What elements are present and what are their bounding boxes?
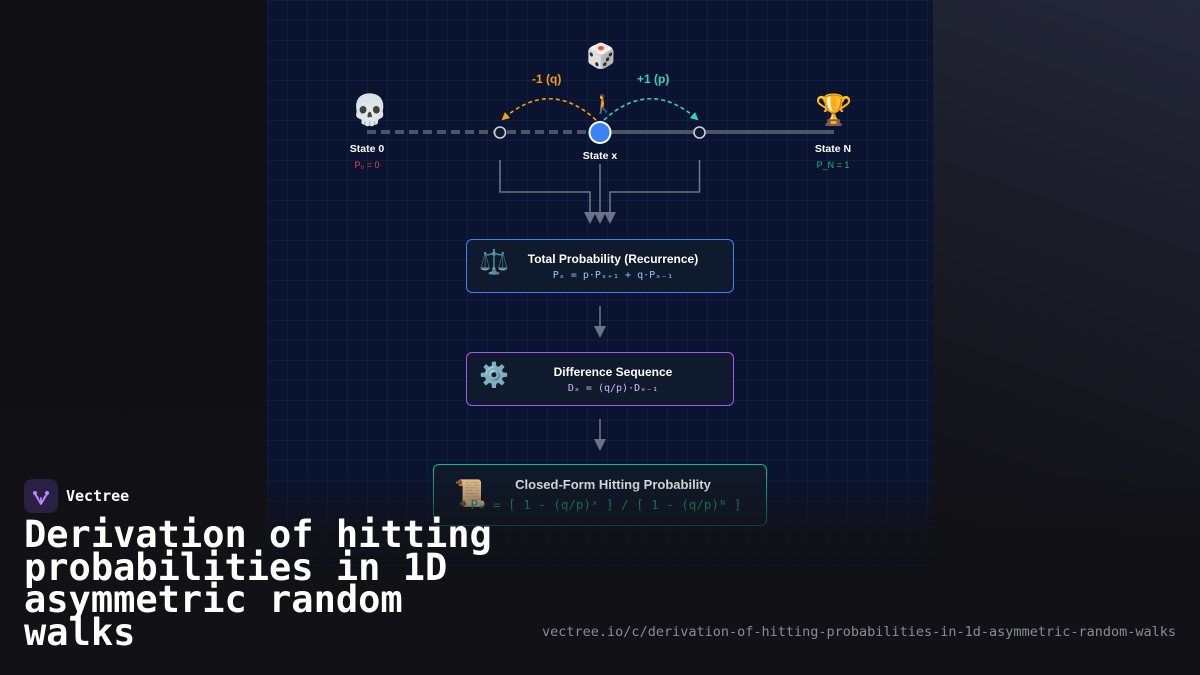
recurrence-title: Total Probability (Recurrence) <box>527 252 699 266</box>
scales-icon: ⚖️ <box>479 249 509 276</box>
state-0-sub: P₀ = 0 <box>354 160 380 170</box>
step-left-arc <box>501 98 597 121</box>
step-right-label: +1 (p) <box>637 72 670 86</box>
page-url[interactable]: vectree.io/c/derivation-of-hitting-proba… <box>542 624 1176 640</box>
state-x-label: State x <box>582 150 618 162</box>
vectree-logo-icon <box>24 479 58 513</box>
closed-form-formula: Pₓ = [ 1 - (q/p)ˣ ] / [ 1 - (q/p)ᴺ ] <box>470 497 742 512</box>
walker-icon: 🚶 <box>592 94 615 114</box>
difference-formula: Dₓ = (q/p)·Dₓ₋₁ <box>567 383 659 394</box>
state-n-sub: P_N = 1 <box>816 160 850 170</box>
closed-form-title: Closed-Form Hitting Probability <box>515 477 711 492</box>
dice-icon: 🎲 <box>586 43 616 70</box>
connector-left <box>499 160 596 224</box>
state-0-label: State 0 <box>349 143 385 155</box>
page-title: Derivation of hitting probabilities in 1… <box>24 513 492 654</box>
trophy-icon: 🏆 <box>815 94 853 127</box>
node-x-plus-1 <box>693 126 706 139</box>
step-left-label: -1 (q) <box>532 72 562 86</box>
step-right-arc <box>603 98 699 121</box>
state-n-label: State N <box>814 143 852 155</box>
connector-right <box>604 160 701 224</box>
difference-title: Difference Sequence <box>553 365 673 379</box>
gear-icon: ⚙️ <box>479 362 509 389</box>
recurrence-formula: Pₓ = p·Pₓ₊₁ + q·Pₓ₋₁ <box>552 270 674 281</box>
difference-box: ⚙️ Difference Sequence Dₓ = (q/p)·Dₓ₋₁ <box>466 352 734 406</box>
node-x-current <box>588 121 612 144</box>
node-x-minus-1 <box>493 126 507 139</box>
recurrence-box: ⚖️ Total Probability (Recurrence) Pₓ = p… <box>466 239 734 293</box>
brand-name: Vectree <box>66 487 130 505</box>
skull-icon: 💀 <box>351 94 389 127</box>
